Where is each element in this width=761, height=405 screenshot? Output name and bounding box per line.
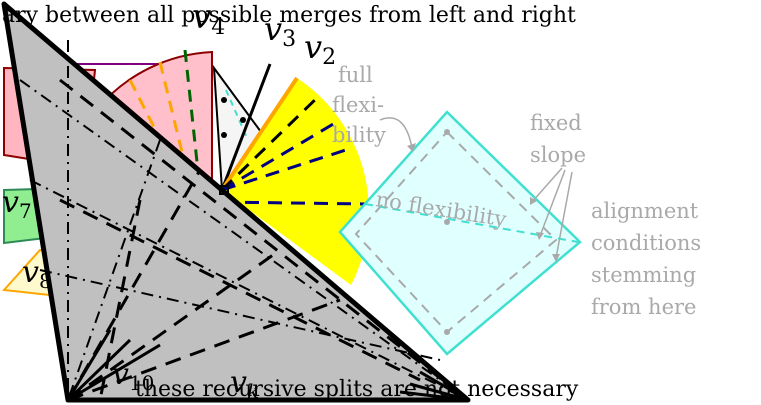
big-triangle: [1, 1, 471, 403]
label-v10: v10: [112, 357, 154, 395]
label-vk: vk: [230, 365, 259, 403]
label-align-1: alignment: [591, 199, 699, 223]
tri-dashdot-3: [29, 179, 469, 401]
label-v2: v2: [304, 28, 336, 70]
arrowhead: [407, 143, 416, 152]
label-fixed-2: slope: [530, 143, 586, 167]
tri-solid-6: [399, 390, 469, 402]
arrowhead: [530, 197, 537, 205]
tri-solid-2: [66, 338, 132, 402]
label-align-2: conditions: [591, 231, 701, 255]
tri-solid-5: [409, 382, 469, 402]
bottom-caption: these recursive splits are not necessary: [135, 377, 579, 402]
label-full-1: full: [338, 63, 373, 87]
top-caption: ary between all possible merges from lef…: [2, 3, 576, 28]
label-fixed-1: fixed: [530, 111, 582, 135]
tri-dashdot-5: [67, 139, 161, 401]
label-full-2: flexi-: [332, 93, 384, 117]
tri-dashed-5: [59, 198, 421, 382]
tri-solid-1: [66, 329, 112, 401]
label-v4: v4: [192, 0, 225, 40]
label-v3: v3: [264, 10, 296, 52]
dot: [221, 97, 227, 103]
pink-dash-green-1: [183, 49, 202, 191]
apex-marker: [219, 185, 229, 195]
cyan-dot: [444, 219, 450, 225]
tri-dashdot-4: [39, 269, 441, 361]
arrow-fixed-3: [555, 171, 573, 259]
tri-dashed-2: [67, 248, 281, 402]
yellow-dash-4: [221, 200, 366, 206]
cyan-dot: [444, 129, 450, 135]
label-v7: v7: [2, 185, 32, 223]
cyan-dot: [444, 329, 450, 335]
arrowhead: [536, 232, 544, 240]
arrowhead: [552, 254, 560, 262]
label-v8: v8: [22, 255, 52, 293]
tri-dashed-4: [59, 78, 469, 402]
yellow-edge-orange: [220, 76, 299, 192]
dot: [221, 132, 227, 138]
arrow-full-flex: [379, 117, 413, 149]
label-align-4: from here: [591, 295, 696, 319]
label-full-3: bility: [332, 123, 386, 147]
v3-edge: [220, 63, 272, 191]
tri-solid-4: [419, 370, 469, 402]
dot: [240, 117, 246, 123]
label-align-3: stemming: [591, 263, 696, 287]
yellow-sector: [222, 78, 369, 285]
tri-solid-3: [67, 343, 161, 402]
arrow-fixed-2: [539, 169, 566, 237]
tri-dashed-1: [66, 169, 202, 401]
tri-dashed-6: [98, 199, 142, 401]
arrow-fixed-1: [531, 167, 563, 203]
